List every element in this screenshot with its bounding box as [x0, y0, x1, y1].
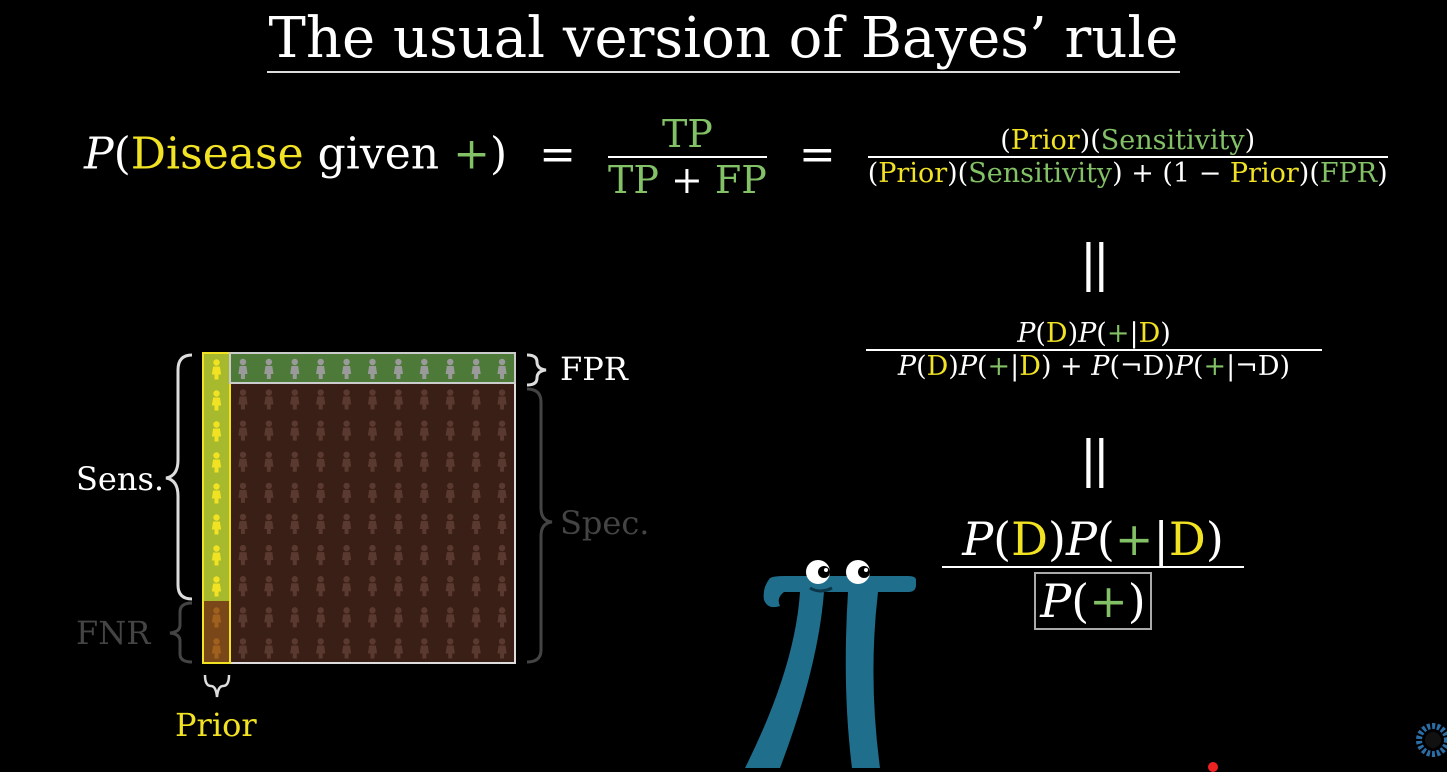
not-d-symbol: ¬D — [1119, 351, 1165, 382]
vertical-equals-2: || — [1080, 430, 1110, 488]
tp-denominator: TP + FP — [608, 158, 767, 202]
prior-sensitivity-fraction: (Prior)(Sensitivity) (Prior)(Sensitivity… — [867, 125, 1388, 189]
tp-numerator: TP — [661, 112, 713, 156]
fraction-bar — [866, 349, 1322, 351]
fnr-brace — [169, 601, 193, 664]
loading-spinner-icon — [1416, 723, 1447, 757]
p-symbol: P — [1174, 351, 1193, 382]
p-symbol: P — [962, 512, 994, 566]
compact-numerator: P(D)P(+|D) — [962, 512, 1224, 566]
p-symbol: P — [958, 351, 977, 382]
highlight-box: P(+) — [1034, 572, 1152, 630]
given-bar: | — [1010, 351, 1020, 382]
page-title: The usual version of Bayes’ rule — [0, 6, 1447, 73]
sens-label: Sens. — [76, 460, 165, 498]
paren-close: ) — [489, 128, 508, 180]
p-symbol: P — [897, 351, 917, 382]
spec-brace — [526, 387, 553, 664]
symbolic-denominator: P(D)P(+|D) + P(¬D)P(+|¬D) — [897, 351, 1291, 382]
tp-term: TP — [607, 158, 659, 202]
sensitivity-term: Sensitivity — [968, 158, 1113, 189]
red-dot — [1208, 762, 1218, 772]
paren-open: ( — [113, 128, 131, 180]
plus-sign: + — [1089, 574, 1128, 628]
plus-sign: + — [1203, 351, 1227, 382]
plus-sign: + — [1114, 512, 1154, 566]
plus-sign: + — [1106, 318, 1130, 349]
symbolic-numerator: P(D)P(+|D) — [1017, 318, 1171, 349]
pi-creature-icon — [745, 560, 916, 768]
p-symbol: P — [1091, 351, 1110, 382]
compact-denominator: P(+) — [942, 572, 1244, 630]
d-symbol: D — [1045, 318, 1068, 349]
prior-term: Prior — [1229, 158, 1299, 189]
compact-fraction: P(D)P(+|D) P(+) — [942, 512, 1244, 630]
d-symbol: D — [1019, 351, 1041, 382]
fpr-brace — [526, 353, 547, 387]
plus-sign: + — [987, 351, 1011, 382]
bayes-formula-main: P(Disease given +) = TP TP + FP = (Prior… — [84, 112, 1388, 202]
given-bar: | — [1153, 512, 1169, 566]
prior-brace — [203, 674, 231, 698]
p-symbol: P — [1017, 318, 1036, 349]
sensitivity-term: Sensitivity — [1100, 125, 1245, 156]
vertical-equals-1: || — [1080, 234, 1110, 292]
d-symbol: D — [1168, 512, 1206, 566]
bayes-formula-compact: P(D)P(+|D) P(+) — [942, 512, 1244, 630]
fraction-bar — [942, 566, 1244, 568]
prior-term: Prior — [1010, 125, 1080, 156]
bayes-formula-symbolic: P(D)P(+|D) P(D)P(+|D) + P(¬D)P(+|¬D) — [866, 318, 1322, 382]
prior-label: Prior — [175, 706, 257, 744]
disease-term: Disease — [130, 128, 304, 180]
prob-symbol: P — [84, 128, 114, 180]
sens-brace — [165, 353, 193, 601]
ps-numerator: (Prior)(Sensitivity) — [1000, 125, 1256, 156]
fpr-term: FPR — [1319, 158, 1378, 189]
p-symbol: P — [1065, 512, 1097, 566]
fraction-bar — [867, 156, 1388, 158]
tp-fraction: TP TP + FP — [607, 112, 767, 202]
given-word: given — [303, 128, 454, 180]
symbolic-fraction: P(D)P(+|D) P(D)P(+|D) + P(¬D)P(+|¬D) — [866, 318, 1322, 382]
one-minus: + (1 − — [1122, 158, 1230, 189]
ps-denominator: (Prior)(Sensitivity) + (1 − Prior)(FPR) — [867, 158, 1388, 189]
fp-term: FP — [714, 158, 767, 202]
fpr-label: FPR — [560, 350, 628, 388]
equals-sign-1: = — [539, 128, 576, 180]
given-bar: | — [1226, 351, 1236, 382]
prior-term: Prior — [878, 158, 948, 189]
plus-op: + — [658, 158, 715, 202]
title-text: The usual version of Bayes’ rule — [266, 6, 1181, 73]
p-symbol: P — [1078, 318, 1097, 349]
fraction-bar — [607, 156, 767, 158]
equals-sign-2: = — [798, 128, 836, 180]
fpr-outline — [229, 352, 516, 384]
spec-label: Spec. — [560, 504, 650, 542]
d-symbol: D — [926, 351, 949, 382]
fnr-label: FNR — [76, 614, 151, 652]
d-symbol: D — [1138, 318, 1161, 349]
plus-sign: + — [453, 128, 490, 180]
not-d-symbol: ¬D — [1235, 351, 1280, 382]
prior-outline — [202, 352, 231, 664]
d-symbol: D — [1011, 512, 1049, 566]
given-bar: | — [1129, 318, 1139, 349]
p-symbol: P — [1040, 574, 1072, 628]
